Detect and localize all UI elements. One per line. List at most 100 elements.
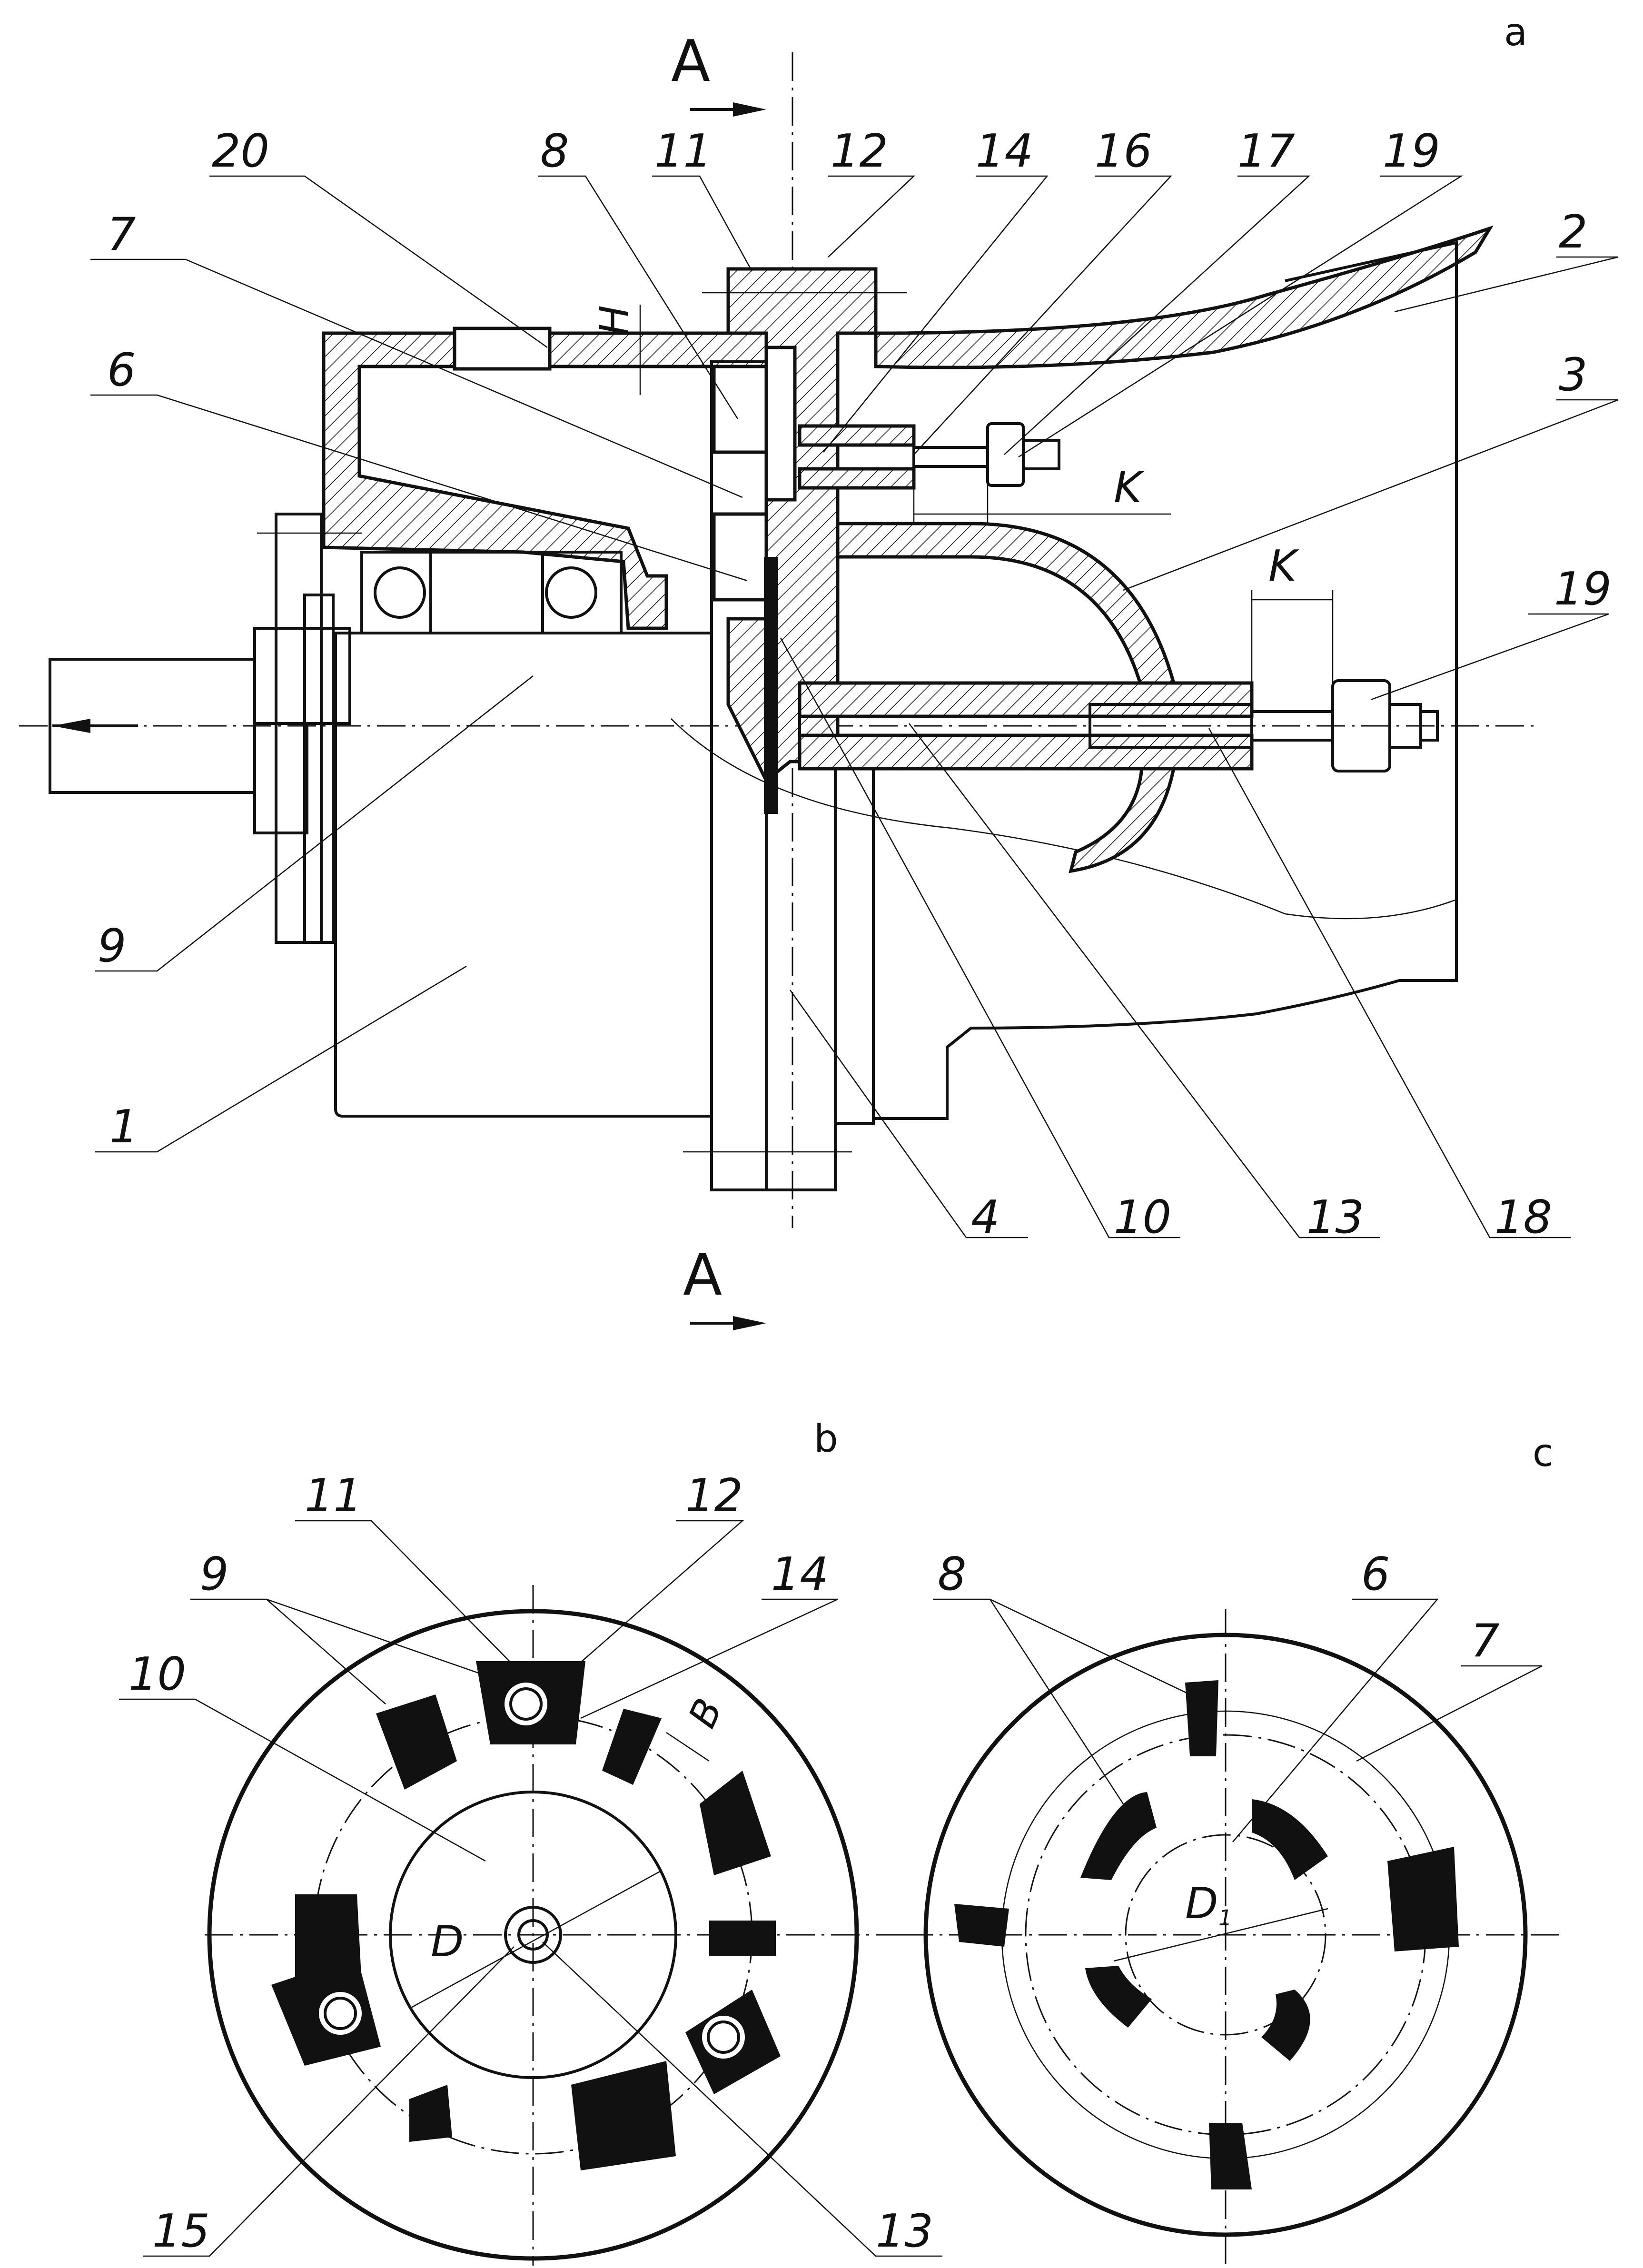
impeller-cover [836,522,1178,692]
nut-tip [1419,710,1439,742]
rotation-arrow-icon [52,719,90,733]
rod-sleeve-bottom [798,467,916,490]
callout-b-13: 13 [876,2205,933,2258]
callout-a-6: 6 [107,344,136,396]
view-c-outer-circle [923,1633,1528,2237]
impeller-cover-lower [1069,755,1178,873]
callout-a-18: 18 [1495,1191,1552,1244]
callout-b-11: 11 [305,1470,362,1522]
view-c-label: c [1533,1431,1554,1475]
dim-b: B [680,1692,731,1734]
callout-a-9: 9 [98,920,126,972]
bearing-housing [360,551,623,634]
tube-wall-top [798,681,1254,718]
tube-wall-bottom [798,733,1254,771]
bolt-hole-right-inner [707,2020,740,2054]
callout-a-16: 16 [1095,125,1152,178]
b-dim-line [666,1732,710,1762]
leaders-b [119,1520,942,2257]
view-b-label: b [814,1416,838,1461]
callout-b-10: 10 [129,1648,186,1701]
callout-a-19-right: 19 [1554,563,1612,615]
view-b-hub-circle [389,1791,677,2079]
callout-b-14: 14 [771,1548,829,1601]
port-11 [764,346,797,502]
dim-h: H [591,305,638,336]
callout-a-4: 4 [971,1191,1000,1244]
casing-outline [873,241,1458,1120]
flange-left [253,722,308,834]
callout-b-12: 12 [685,1470,743,1522]
view-b [119,1520,942,2266]
slot-8-left [954,1904,1009,1947]
d-dim-line [409,1870,662,2010]
callout-a-2: 2 [1559,206,1587,258]
port-8 [712,365,768,454]
dim-k-top: K [1114,463,1145,513]
view-c [904,1598,1561,2266]
slot [709,1921,776,1956]
vent-slot [453,327,552,371]
callout-a-11: 11 [654,125,712,178]
callout-b-9: 9 [200,1548,228,1601]
dim-d: D [431,1917,464,1967]
seal-plate [764,557,778,814]
d1-dim-line [1113,1908,1328,1962]
slot-8-bottom [1209,2123,1252,2189]
callout-c-8: 8 [938,1548,966,1601]
rod-sleeve-top [798,424,916,447]
view-a-section [19,52,1619,1330]
view-a-label: a [1504,10,1527,54]
callout-a-3: 3 [1559,349,1587,401]
view-c-slots [954,1680,1459,2189]
bolt-hole-top-inner [509,1687,543,1721]
section-label-bottom: A [683,1242,722,1308]
motor-flange-inner [303,594,335,944]
bearing-ball-right [545,566,597,619]
callout-a-12: 12 [831,125,888,178]
slot [571,2061,676,2170]
slot-6 [1261,1990,1310,2061]
rod-17 [912,446,989,468]
callout-a-10: 10 [1114,1191,1171,1244]
callout-a-1: 1 [109,1101,138,1153]
callout-a-13: 13 [1306,1191,1364,1244]
slot-8-top [1185,1680,1218,1756]
callout-a-20: 20 [212,125,269,178]
view-b-center-hole [517,1919,549,1951]
disk-plate-10 [710,360,768,1191]
callout-c-7: 7 [1471,1615,1499,1667]
callout-a-19-top: 19 [1383,125,1440,178]
slot-8-right [1387,1847,1459,1951]
nut-19-end [1022,439,1060,470]
motor-body [334,632,713,1118]
volute-casing [874,225,1494,369]
slot [700,1771,771,1875]
dim-k-right: K [1268,541,1299,591]
port-6 [712,512,768,602]
section-label-top: A [671,29,710,95]
section-arrow-bottom-head [733,1316,766,1330]
callout-a-14: 14 [976,125,1033,178]
dim-d1-subscript: 1 [1218,1905,1232,1931]
section-arrow-top-head [733,102,766,117]
slot [602,1709,662,1785]
nut-19-top [986,422,1025,487]
bolt-hole-left-inner [324,1997,357,2030]
slot [409,2085,452,2142]
motor-flange [275,513,323,944]
callout-b-15: 15 [152,2205,210,2258]
view-c-inner-pitch [1125,1834,1326,2036]
callout-c-6: 6 [1361,1548,1390,1601]
slot-6 [1085,1966,1152,2028]
callout-a-7: 7 [107,208,136,261]
slot-6 [1252,1799,1328,1880]
leaders-c [933,1598,1543,1842]
slot-6 [1080,1792,1157,1880]
callout-a-17: 17 [1237,125,1295,178]
view-b-outer-circle [207,1609,859,2261]
view-b-center-ring [504,1906,562,1964]
callout-a-8: 8 [540,125,569,178]
bearing-ball-left [374,566,426,619]
